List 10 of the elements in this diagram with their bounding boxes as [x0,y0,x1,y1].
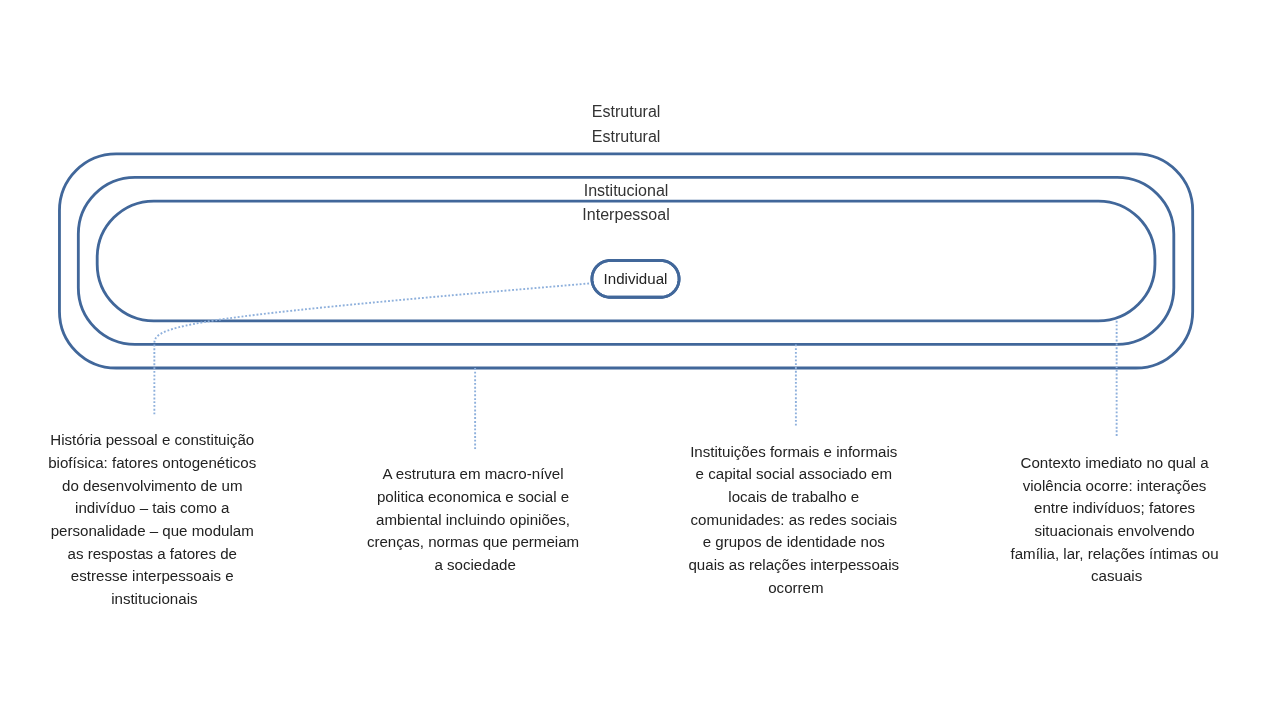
node-text: Contexto imediato no qual a violência ocorre: interações entre indivíduos; fatores situacionais envolvendo família, lar, relações íntimas ou casuais [1010,454,1219,584]
connector [794,343,797,428]
connector [474,367,477,450]
cluster [58,152,1195,370]
node-text: A estrutura em macro-nível politica economica e social e ambiental incluindo opiniões, crenças, normas que permeiam a sociedade [366,466,580,573]
node-label: Estrutural [591,102,661,121]
node-label: Estrutural [591,126,661,145]
node-text: História pessoal e constituição biofísica: fatores ontogenéticos do desenvolvimento de um indivíduo – tais como a personalidade – que modulam as respostas a fatores de estresse interpessoais e institucionais [48,432,257,607]
connector [1115,319,1118,439]
node-text: Instituições formais e informais e capital social associado em locais de trabalho e comunidades: as redes sociais e grupos de identidade nos quais as relações interpessoais ocorrem [688,443,900,596]
